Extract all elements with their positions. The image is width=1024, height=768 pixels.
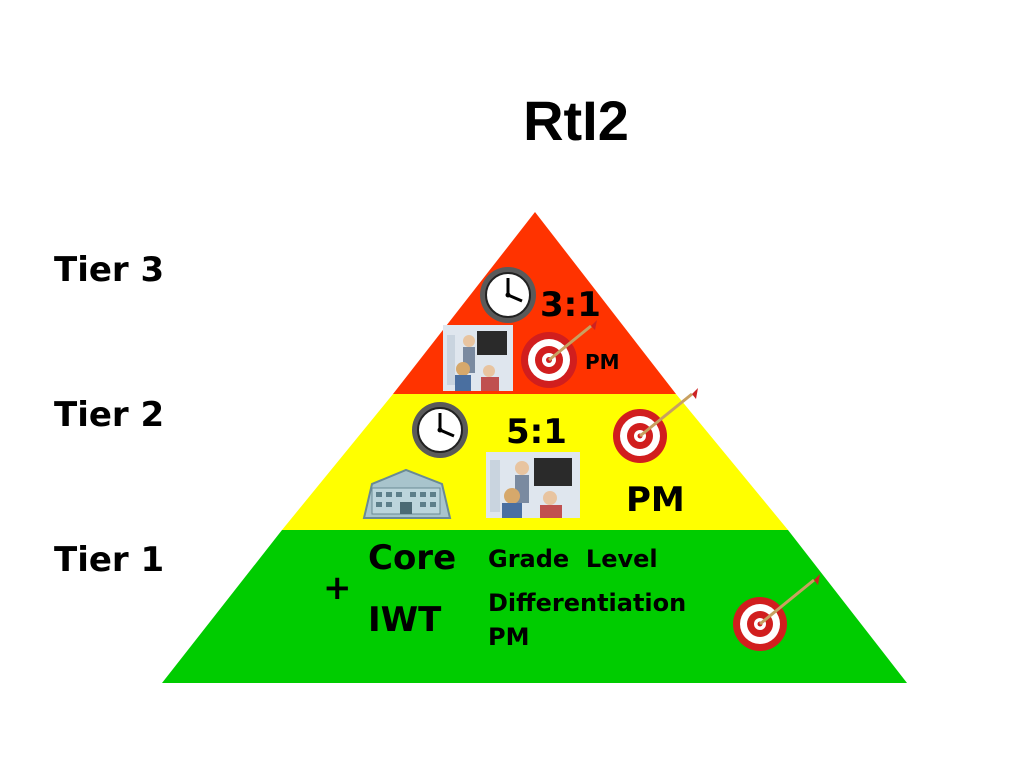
classroom-photo bbox=[486, 452, 580, 518]
slide-title: RtI2 bbox=[523, 89, 629, 152]
tier-1-grade-level: Grade Level bbox=[488, 545, 658, 573]
tier-1-differentiation: Differentiation bbox=[488, 589, 687, 617]
target-icon bbox=[613, 388, 698, 463]
tier-3-pm: PM bbox=[585, 350, 620, 374]
classroom-photo bbox=[443, 325, 513, 391]
tier-1-band bbox=[162, 530, 907, 683]
school-building-icon bbox=[362, 468, 452, 519]
tier-3-ratio: 3:1 bbox=[540, 285, 601, 325]
tier-2-label: Tier 2 bbox=[54, 395, 165, 435]
plus-sign: + bbox=[323, 568, 352, 608]
tier-2-ratio: 5:1 bbox=[506, 412, 567, 452]
clock-icon bbox=[412, 402, 468, 458]
tier-1-core: Core bbox=[368, 538, 457, 578]
target-icon bbox=[521, 320, 597, 388]
tier-1-label: Tier 1 bbox=[54, 540, 165, 580]
clock-icon bbox=[480, 267, 536, 323]
tier-1-pm: PM bbox=[488, 623, 530, 651]
tier-3-label: Tier 3 bbox=[54, 250, 165, 290]
tier-1-iwt: IWT bbox=[368, 600, 442, 640]
target-icon bbox=[733, 574, 820, 651]
tier-2-pm: PM bbox=[626, 480, 685, 520]
